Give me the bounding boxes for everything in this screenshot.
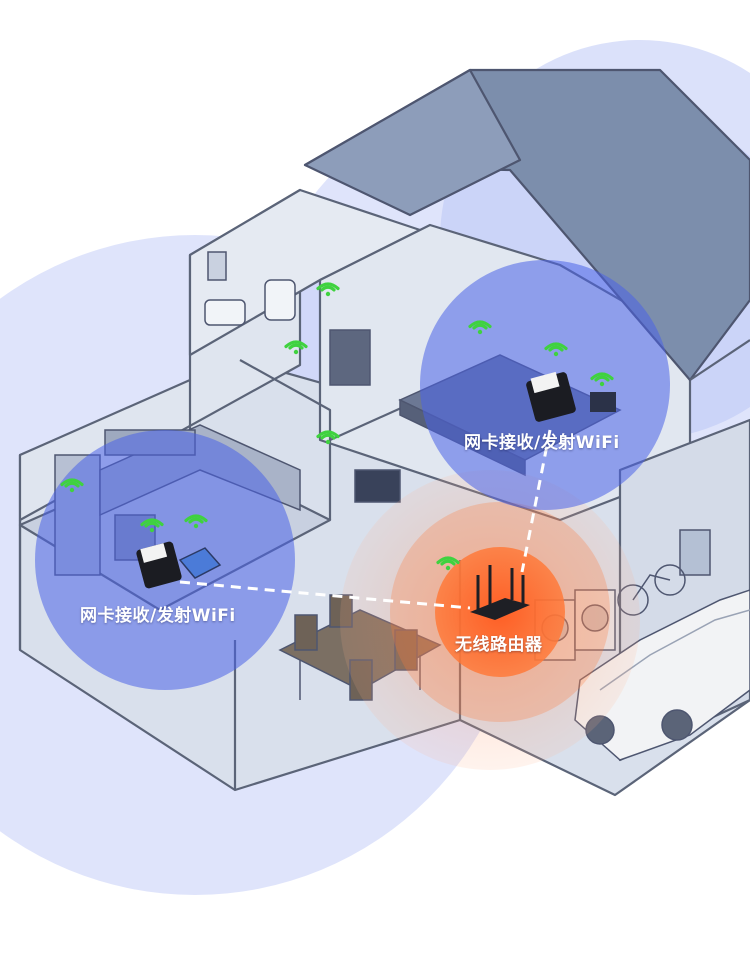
wifi-signal-icon [60, 478, 84, 493]
wifi-signal-icon [316, 282, 340, 297]
router-coverage [340, 470, 640, 770]
wifi-signal-icon [544, 342, 568, 357]
wifi-signal-icon [284, 340, 308, 355]
wireless-router-icon [470, 565, 530, 620]
adapter-label-left: 网卡接收/发射WiFi [80, 606, 236, 626]
router-label: 无线路由器 [455, 635, 543, 655]
wifi-signal-icon [468, 320, 492, 335]
wifi-signals [60, 282, 614, 571]
wifi-signal-icon [184, 514, 208, 529]
adapter-label-right: 网卡接收/发射WiFi [464, 433, 620, 453]
usb-wifi-adapter-icon [526, 371, 576, 422]
link-lines [179, 429, 552, 610]
wifi-signal-icon [436, 556, 460, 571]
usb-wifi-adapter-icon [136, 541, 182, 589]
monitor-icon [590, 392, 616, 412]
wifi-signal-icon [316, 430, 340, 445]
wifi-signal-icon [590, 372, 614, 387]
wifi-signal-icon [140, 518, 164, 533]
laptop-icon [178, 547, 222, 579]
